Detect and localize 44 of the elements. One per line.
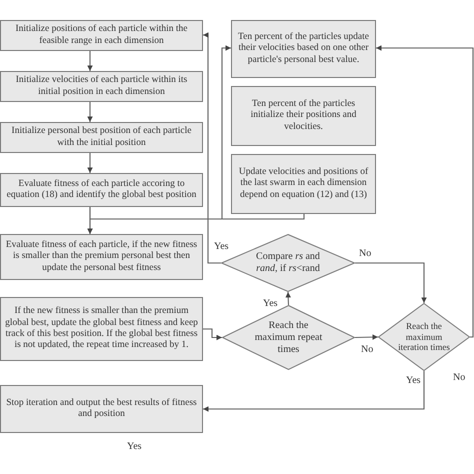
node-text: Initialize velocities of each particle within its initial position in each dimension: [14, 75, 188, 98]
note-text: Yes: [127, 441, 142, 452]
arrow: [89, 45, 231, 220]
edge-label: No: [452, 372, 466, 383]
arrow: [376, 45, 474, 338]
arrow: [203, 32, 221, 264]
node-text: Reach the maximum repeat times: [254, 320, 324, 356]
node-text: Compare rs and rand, if rs<rand: [255, 251, 321, 275]
arrow: [87, 51, 93, 71]
edge-label: Yes: [262, 298, 279, 309]
edge-label: Yes: [405, 375, 422, 386]
decision-diamond: [222, 305, 355, 370]
arrow: [354, 334, 378, 340]
node-text: Stop iteration and output the best results of fitness and position: [5, 398, 198, 420]
arrow: [285, 292, 291, 306]
arrow: [87, 102, 93, 122]
arrow: [203, 371, 425, 412]
node-text: Ten percent of the particles initialize their positions and velocities.: [250, 98, 358, 134]
node-text: Initialize positions of each particle within the feasible range in each dimension: [14, 24, 188, 47]
process-box: [0, 173, 203, 207]
process-box: [0, 71, 203, 102]
process-box: [0, 385, 203, 433]
node-text: Update velocities and positions of the last swarm in each dimension depend on equation (12) and (13): [238, 166, 370, 202]
node-text: Initialize personal best position of each particle with the initial position: [10, 126, 192, 149]
process-box: [0, 122, 203, 153]
arrow: [355, 262, 427, 303]
process-box: [231, 154, 376, 214]
node-text: Evaluate fitness of each particle accoring to equation (18) and identify the global best position: [6, 178, 198, 202]
edge-label: No: [360, 344, 374, 355]
decision-diamond: [378, 303, 470, 371]
process-box: [0, 20, 203, 51]
process-box: [0, 234, 203, 280]
process-box: [231, 86, 376, 146]
node-text: Ten percent of the particles update their velocities based on one other particle's personal best value.: [237, 32, 370, 66]
edge-label: No: [358, 248, 372, 259]
node-text: If the new fitness is smaller than the premium global best, update the global best fitness and keep track of this best position. If the global best fitness is not updated, the repeat time increased by 1.: [5, 306, 198, 352]
process-box: [0, 297, 203, 361]
arrow: [203, 328, 222, 340]
process-box: [231, 20, 376, 78]
node-text: Evaluate fitness of each particle, if the new fitness is smaller than the premium personal best then update the personal best fitness: [5, 240, 198, 274]
arrow: [87, 153, 93, 173]
edge-label: Yes: [213, 241, 230, 252]
arrow: [87, 214, 305, 234]
node-text: Reach the maximum iteration times: [397, 320, 451, 354]
